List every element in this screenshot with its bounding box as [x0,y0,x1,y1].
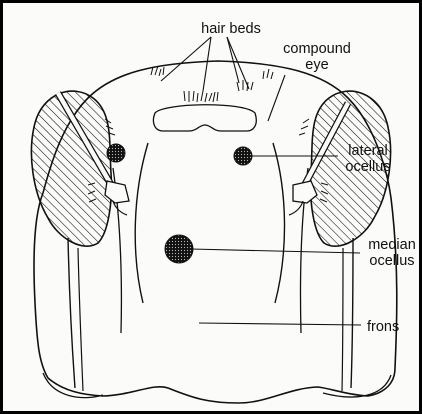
hair-beds-label: hair beds [191,21,271,37]
left-frontal-suture [135,143,148,303]
left-inner-margin-2 [78,248,83,391]
lateral-ocellus-label: lateral ocellus [333,143,403,175]
lateral-ocellus-label-line2: ocellus [333,159,403,175]
central-plate [153,105,256,131]
frons-label: frons [367,319,399,335]
compound-eye-label-line1: compound [275,41,359,57]
hair-bed-tufts [88,66,328,202]
compound-eye-label-line2: eye [275,57,359,73]
left-lateral-ocellus [107,144,125,162]
left-inner-margin [68,238,75,388]
median-ocellus-label-line1: median [361,237,422,253]
right-frontal-suture [273,143,285,303]
lateral-ocellus-label-line1: lateral [333,143,403,159]
median-ocellus-label-line2: ocellus [361,253,422,269]
left-bottom-lobe [43,373,103,398]
right-bottom-lobe [323,375,391,397]
median-ocellus [165,235,193,263]
right-inner-margin-2 [342,248,343,391]
right-inner-margin [351,238,353,388]
median-ocellus-label: median ocellus [361,237,422,269]
compound-eye-label: compound eye [275,41,359,73]
